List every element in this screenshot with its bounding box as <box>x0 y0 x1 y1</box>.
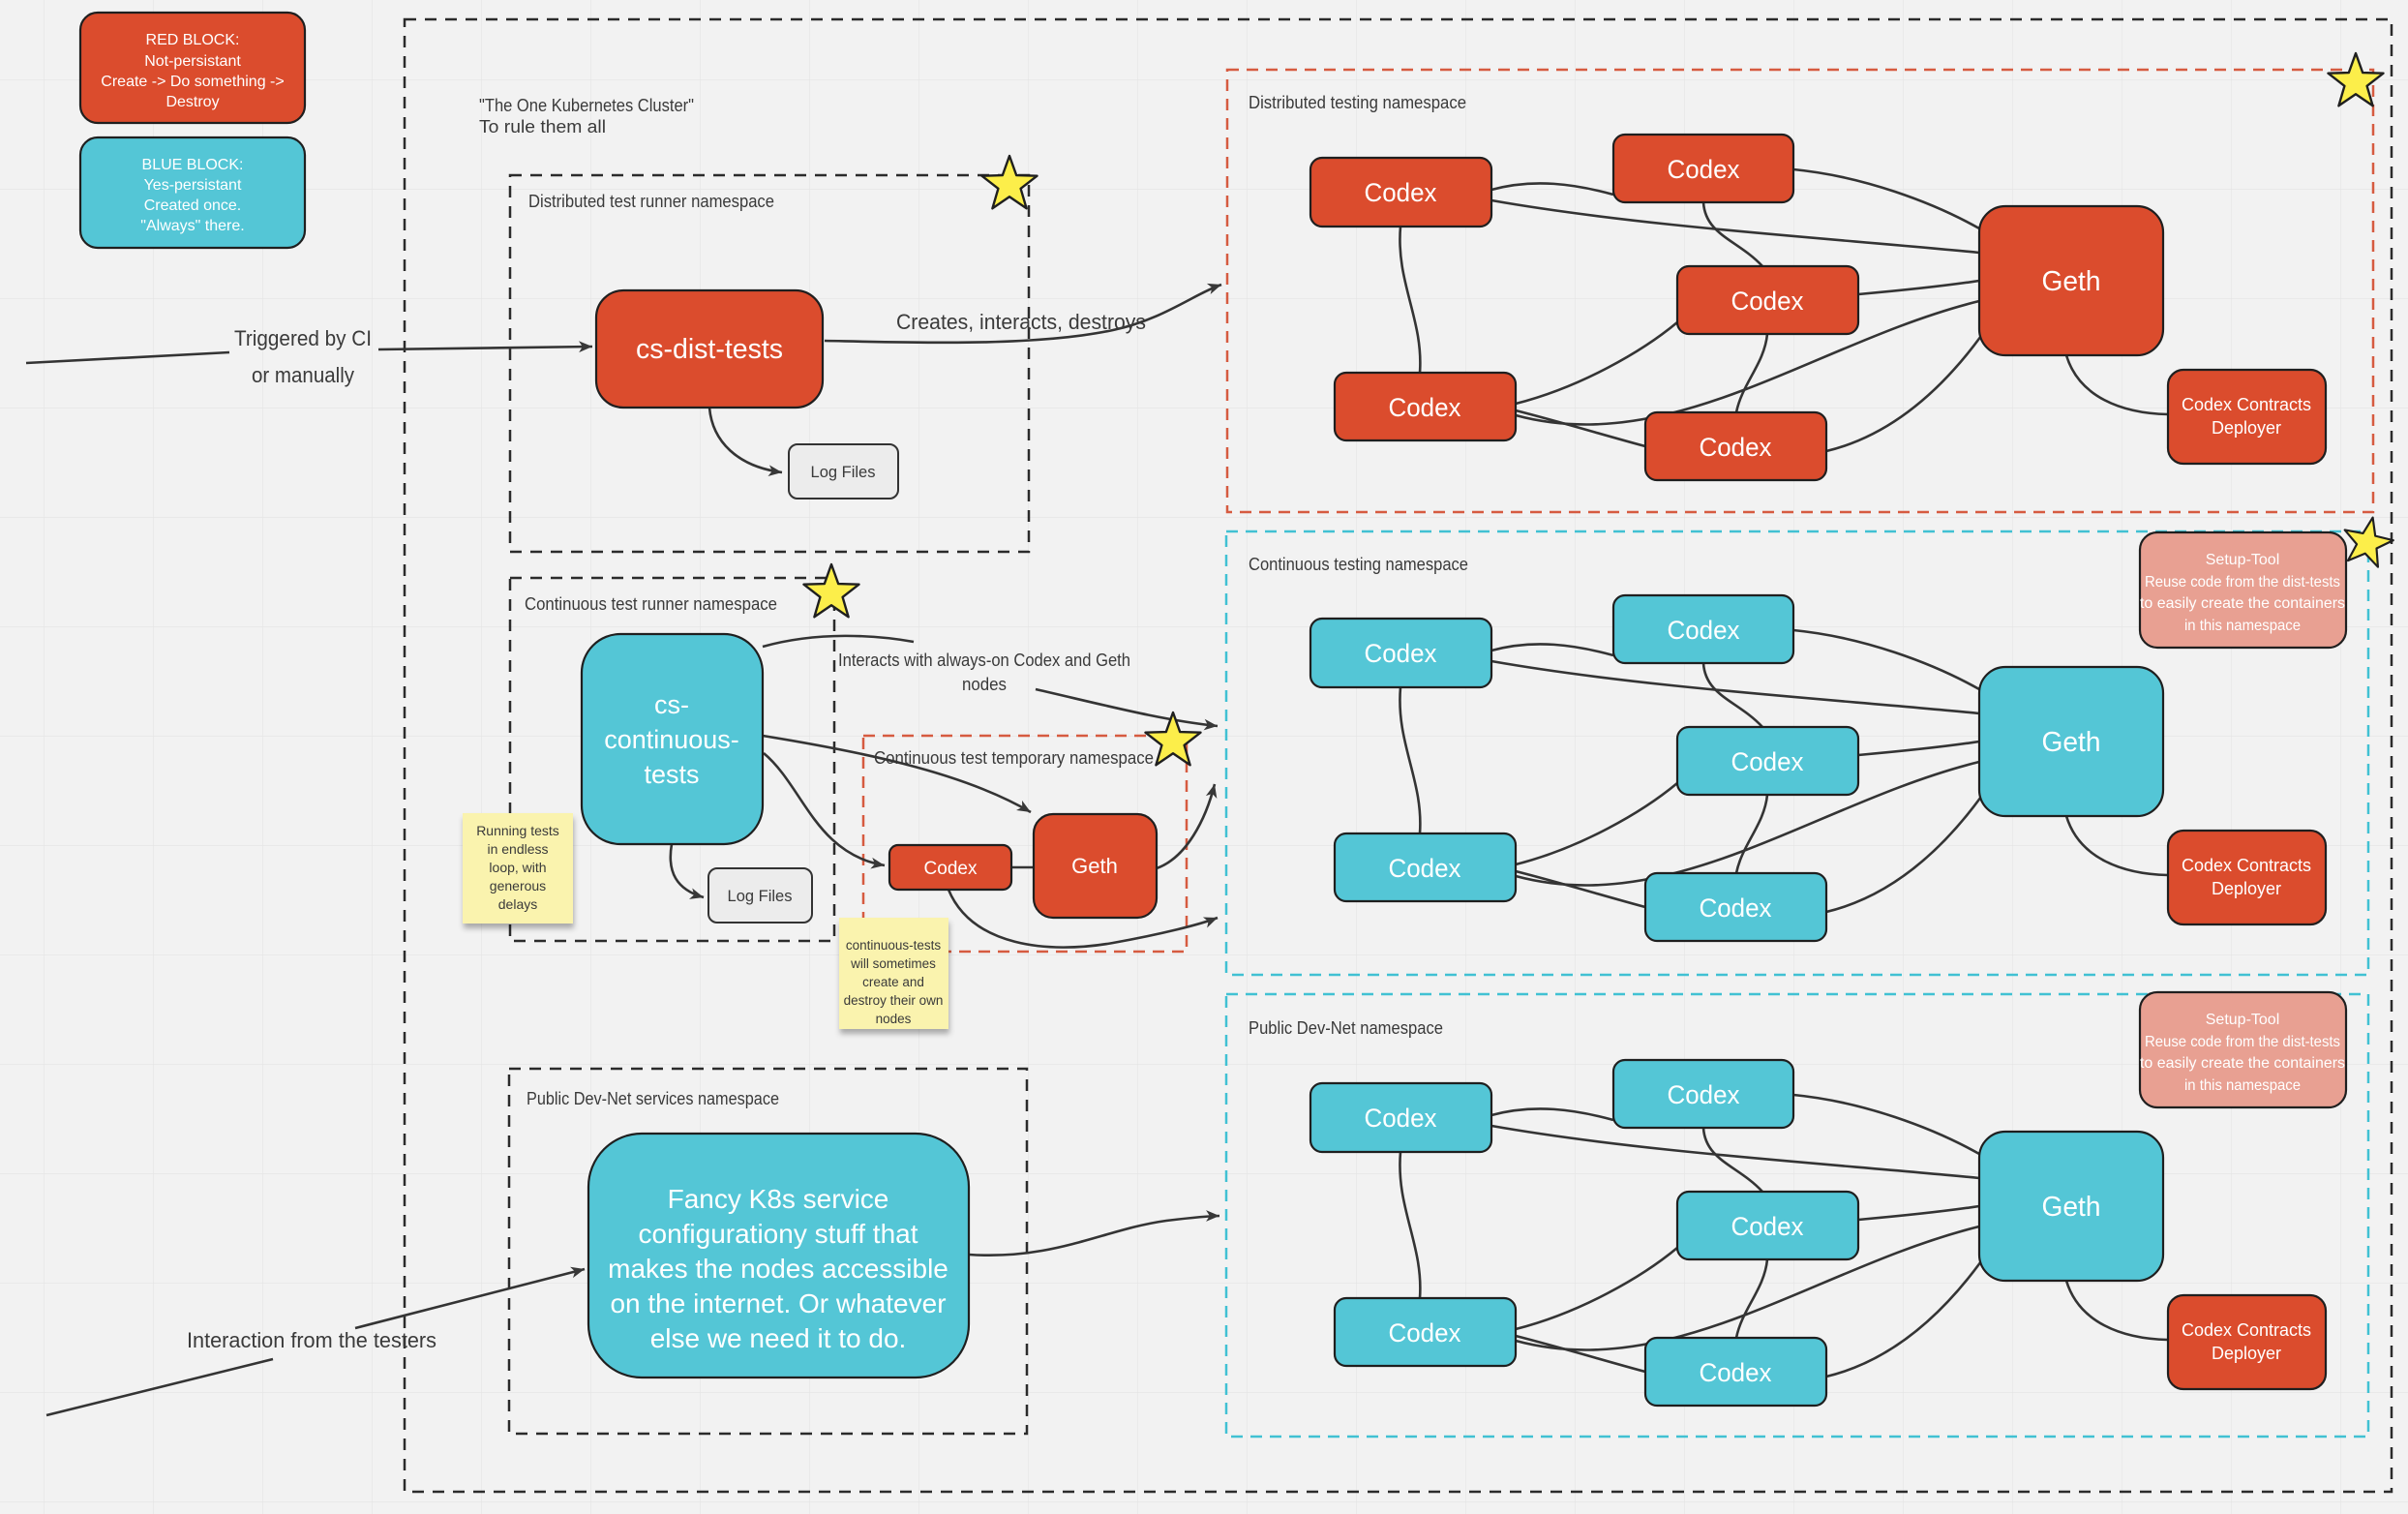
svg-text:Continuous testing namespace: Continuous testing namespace <box>1249 555 1468 574</box>
svg-text:"The One Kubernetes Cluster": "The One Kubernetes Cluster" <box>479 96 694 115</box>
svg-text:delays: delays <box>498 896 537 912</box>
svg-text:configurationy stuff that: configurationy stuff that <box>639 1219 918 1249</box>
svg-text:Log Files: Log Files <box>728 888 793 905</box>
svg-text:Setup-Tool: Setup-Tool <box>2206 1012 2280 1028</box>
svg-text:to easily create the container: to easily create the containers <box>2140 595 2345 612</box>
svg-text:nodes: nodes <box>962 674 1007 694</box>
svg-text:Created once.: Created once. <box>144 197 242 214</box>
svg-text:BLUE BLOCK:: BLUE BLOCK: <box>142 157 244 173</box>
svg-text:generous: generous <box>490 878 546 893</box>
svg-text:destroy their own: destroy their own <box>844 993 944 1008</box>
svg-text:nodes: nodes <box>876 1012 912 1026</box>
svg-text:Creates, interacts, destroys: Creates, interacts, destroys <box>896 310 1146 334</box>
svg-text:Reuse code from the dist-tests: Reuse code from the dist-tests <box>2145 1034 2340 1050</box>
svg-text:else we need it to do.: else we need it to do. <box>650 1323 907 1353</box>
svg-text:Log Files: Log Files <box>811 464 876 481</box>
svg-text:continuous-: continuous- <box>604 725 739 754</box>
svg-text:RED BLOCK:: RED BLOCK: <box>146 32 240 48</box>
svg-text:Reuse code from the dist-tests: Reuse code from the dist-tests <box>2145 574 2340 590</box>
svg-text:Distributed testing namespace: Distributed testing namespace <box>1249 93 1466 112</box>
svg-text:"Always" there.: "Always" there. <box>140 218 244 234</box>
svg-text:cs-dist-tests: cs-dist-tests <box>636 334 783 365</box>
svg-text:tests: tests <box>644 760 699 789</box>
svg-text:Codex: Codex <box>924 859 978 879</box>
svg-text:Setup-Tool: Setup-Tool <box>2206 552 2280 568</box>
svg-text:in this namespace: in this namespace <box>2184 618 2301 634</box>
svg-text:Fancy K8s service: Fancy K8s service <box>668 1184 889 1214</box>
svg-text:Destroy: Destroy <box>166 94 219 110</box>
svg-text:in this namespace: in this namespace <box>2184 1077 2301 1094</box>
svg-text:Continuous test temporary name: Continuous test temporary namespace <box>874 748 1154 768</box>
svg-text:Yes-persistant: Yes-persistant <box>144 177 242 194</box>
svg-text:Not-persistant: Not-persistant <box>144 53 241 70</box>
svg-text:makes the nodes accessible: makes the nodes accessible <box>608 1254 948 1284</box>
svg-text:Distributed test runner namesp: Distributed test runner namespace <box>528 192 774 211</box>
svg-text:continuous-tests: continuous-tests <box>846 938 942 953</box>
svg-text:Create -> Do something ->: Create -> Do something -> <box>101 74 284 90</box>
svg-text:Public Dev-Net services namesp: Public Dev-Net services namespace <box>527 1089 779 1108</box>
svg-text:Interaction from the testers: Interaction from the testers <box>187 1328 436 1352</box>
svg-text:on the internet. Or whatever: on the internet. Or whatever <box>610 1288 946 1318</box>
svg-text:Interacts with always-on Codex: Interacts with always-on Codex and Geth <box>838 650 1130 670</box>
svg-text:or manually: or manually <box>252 363 354 387</box>
svg-text:will sometimes: will sometimes <box>850 956 936 971</box>
svg-text:To rule them all: To rule them all <box>479 117 606 136</box>
svg-text:Running tests: Running tests <box>476 823 559 838</box>
svg-text:loop, with: loop, with <box>489 860 546 875</box>
svg-text:cs-: cs- <box>654 690 689 719</box>
svg-text:Public Dev-Net namespace: Public Dev-Net namespace <box>1249 1018 1443 1038</box>
svg-text:Geth: Geth <box>1071 854 1118 878</box>
svg-text:to easily create the container: to easily create the containers <box>2140 1055 2345 1072</box>
svg-text:Continuous test runner namespa: Continuous test runner namespace <box>525 594 777 614</box>
svg-text:Triggered by CI: Triggered by CI <box>234 326 372 350</box>
svg-text:in endless: in endless <box>487 841 548 857</box>
svg-text:create and: create and <box>862 975 924 989</box>
